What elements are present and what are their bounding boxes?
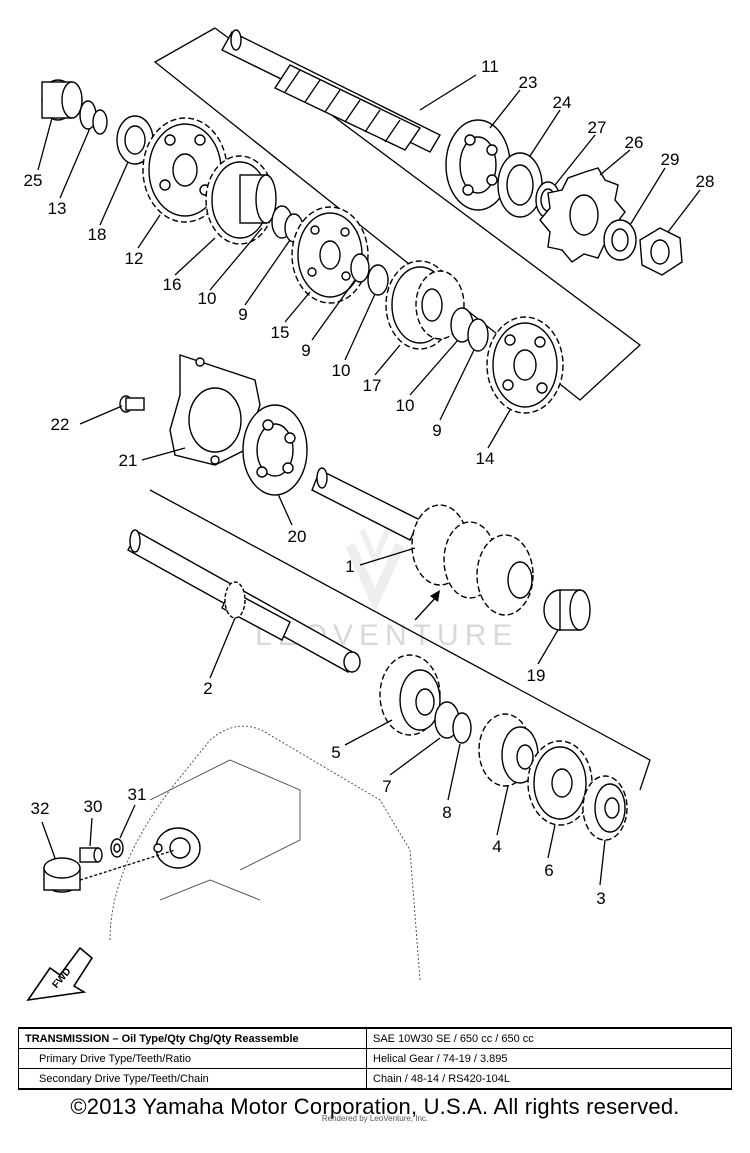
callout-label: 1 <box>345 557 354 576</box>
spec-value: Helical Gear / 74-19 / 3.895 <box>366 1048 732 1069</box>
spec-value: Chain / 48-14 / RS420-104L <box>366 1068 732 1090</box>
spec-value: SAE 10W30 SE / 650 cc / 650 cc <box>366 1027 732 1049</box>
spec-row: Primary Drive Type/Teeth/Ratio Helical G… <box>18 1048 732 1069</box>
gear-15 <box>291 206 369 304</box>
callout-label: 24 <box>553 93 572 112</box>
callout-label: 5 <box>331 743 340 762</box>
bolt-30 <box>79 847 103 863</box>
spec-label: Secondary Drive Type/Teeth/Chain <box>18 1068 367 1090</box>
callout-labels: 11 23 24 27 26 29 28 25 13 18 12 16 10 9… <box>24 57 715 908</box>
callout-label: 21 <box>119 451 138 470</box>
callout-label: 15 <box>271 323 290 342</box>
leader-lines <box>37 74 701 886</box>
callout-label: 10 <box>332 361 351 380</box>
gear-5 <box>379 654 441 736</box>
watermark-logo-icon <box>345 528 405 613</box>
callout-label: 9 <box>238 305 247 324</box>
spec-label: TRANSMISSION – Oil Type/Qty Chg/Qty Reas… <box>18 1027 367 1049</box>
callout-label: 9 <box>301 341 310 360</box>
gear-3 <box>582 775 628 841</box>
callout-label: 32 <box>31 799 50 818</box>
callout-label: 10 <box>396 396 415 415</box>
gear-14 <box>486 316 564 414</box>
callout-label: 20 <box>288 527 307 546</box>
callout-label: 19 <box>527 666 546 685</box>
callout-label: 4 <box>492 837 501 856</box>
washer-10b <box>367 264 389 296</box>
spec-row: Secondary Drive Type/Teeth/Chain Chain /… <box>18 1068 732 1090</box>
callout-label: 22 <box>51 415 70 434</box>
washer-18 <box>116 115 154 165</box>
copyright-footer: ©2013 Yamaha Motor Corporation, U.S.A. A… <box>70 1094 680 1119</box>
callout-label: 12 <box>125 249 144 268</box>
circlip-9b <box>350 253 370 283</box>
callout-label: 16 <box>163 275 182 294</box>
callout-label: 13 <box>48 199 67 218</box>
gear-6 <box>527 740 593 826</box>
callout-label: 9 <box>432 421 441 440</box>
gear-4 <box>478 713 539 787</box>
callout-label: 30 <box>84 797 103 816</box>
crankcase-boss <box>153 827 201 869</box>
callout-label: 8 <box>442 803 451 822</box>
main-axle-shaft <box>221 29 441 153</box>
washer-31 <box>110 838 124 858</box>
oil-seal-24 <box>497 152 543 218</box>
callout-label: 23 <box>519 73 538 92</box>
lower-group-bracket <box>149 489 651 791</box>
rendered-by-note: Rendered by LeoVenture, Inc. <box>321 1114 429 1123</box>
callout-label: 2 <box>203 679 212 698</box>
circlip-9c <box>467 318 489 352</box>
drive-axle-1 <box>311 467 534 616</box>
screw-22 <box>119 395 145 413</box>
callout-label: 7 <box>382 777 391 796</box>
nut-28 <box>639 227 683 276</box>
callout-label: 6 <box>544 861 553 880</box>
callout-label: 25 <box>24 171 43 190</box>
gear-17 <box>385 260 465 350</box>
callout-label: 27 <box>588 118 607 137</box>
callout-label: 26 <box>625 133 644 152</box>
callout-label: 28 <box>696 172 715 191</box>
cap-32 <box>43 857 81 893</box>
callout-label: 31 <box>128 785 147 804</box>
gear-16 <box>205 155 277 245</box>
bearing-plate-21 <box>169 354 261 466</box>
bearing-19 <box>543 589 591 631</box>
main-axle-2 <box>127 529 361 673</box>
spec-row: TRANSMISSION – Oil Type/Qty Chg/Qty Reas… <box>18 1027 732 1049</box>
upper-group-outline <box>153 27 642 401</box>
callout-label: 11 <box>481 57 499 76</box>
callout-label: 3 <box>596 889 605 908</box>
transmission-exploded-diagram: LEOVENTURE <box>24 27 715 1002</box>
callout-label: 17 <box>363 376 382 395</box>
spec-table: TRANSMISSION – Oil Type/Qty Chg/Qty Reas… <box>18 1027 732 1090</box>
callout-label: 29 <box>661 150 680 169</box>
bearing-23 <box>445 119 511 211</box>
callout-label: 14 <box>476 449 495 468</box>
lock-washer-29 <box>603 219 637 261</box>
bearing-25 <box>41 79 83 121</box>
callout-label: 10 <box>198 289 217 308</box>
assembly-arrow-icon <box>414 590 440 621</box>
spec-label: Primary Drive Type/Teeth/Ratio <box>18 1048 367 1069</box>
circlip-8 <box>452 712 472 744</box>
circlip-13 <box>92 109 108 135</box>
crankcase-outline <box>109 725 421 981</box>
bearing-20 <box>242 404 308 496</box>
fwd-arrow-icon: FWD <box>26 946 94 1002</box>
callout-label: 18 <box>88 225 107 244</box>
